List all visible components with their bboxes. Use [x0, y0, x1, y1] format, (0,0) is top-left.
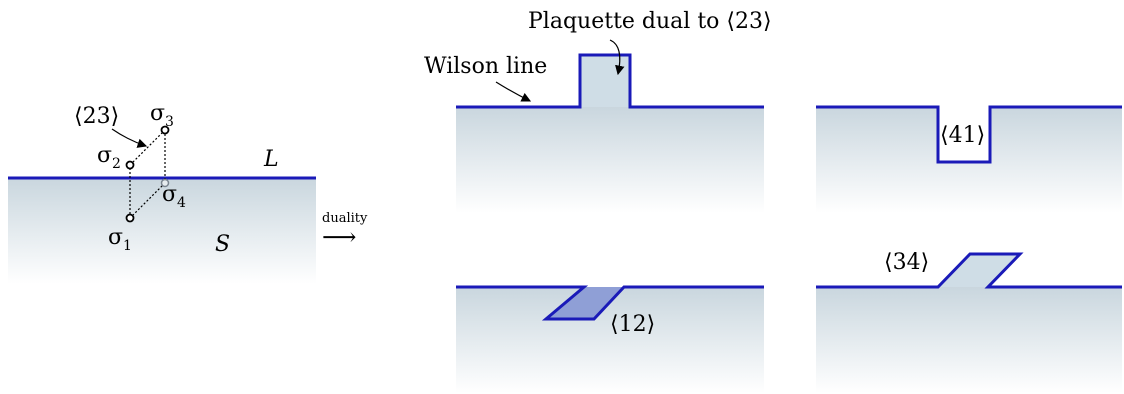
wilson-line-label: Wilson line	[424, 54, 547, 79]
site-sigma2	[125, 160, 135, 170]
sigma3-label: σ3	[150, 101, 174, 130]
link-12-label: ⟨12⟩	[610, 312, 655, 337]
surface-S-left	[8, 178, 316, 284]
plaquette-23	[580, 55, 630, 107]
label-L: L	[263, 147, 279, 172]
link-34-label: ⟨34⟩	[884, 250, 929, 275]
duality-label: duality	[322, 211, 368, 226]
link-23-label-left: ⟨23⟩	[74, 104, 119, 129]
site-sigma1	[125, 213, 135, 223]
wilson-line-23	[456, 53, 764, 109]
sigma4-label: σ4	[162, 182, 186, 211]
duality-arrow: duality ⟶	[322, 211, 368, 251]
plaquette-34	[938, 254, 1020, 287]
wilson-line-41	[816, 105, 1122, 164]
duality-arrow-glyph: ⟶	[322, 223, 356, 251]
plaquette-caption: Plaquette dual to ⟨23⟩	[528, 9, 772, 34]
wilson-line-pointer	[495, 81, 532, 102]
plaquette-links	[129, 129, 166, 219]
surface-23	[456, 107, 764, 213]
panel-34: ⟨34⟩	[816, 250, 1122, 393]
panel-41: ⟨41⟩	[816, 105, 1122, 213]
sigma2-label: σ2	[97, 143, 121, 172]
link-41-label: ⟨41⟩	[940, 123, 985, 148]
label-S: S	[215, 232, 230, 257]
site-sigma3	[160, 125, 170, 135]
plaquette-12	[546, 287, 624, 319]
wilson-line-12	[456, 285, 764, 321]
surface-34	[816, 287, 1122, 393]
wilson-line-34	[816, 252, 1122, 289]
sigma1-label: σ1	[108, 225, 132, 254]
caption-pointer	[609, 39, 625, 76]
link-4-1	[129, 182, 166, 219]
site-sigma4	[160, 178, 170, 188]
surface-12	[456, 287, 764, 393]
panel-23: Plaquette dual to ⟨23⟩ Wilson line	[424, 9, 772, 213]
link-2-3	[129, 129, 166, 166]
panel-12: ⟨12⟩	[456, 285, 764, 393]
left-panel: σ1 σ2 σ3 σ4 ⟨23⟩ L S	[8, 101, 316, 284]
plaquette-41	[938, 107, 990, 162]
link-23-pointer	[111, 128, 148, 148]
